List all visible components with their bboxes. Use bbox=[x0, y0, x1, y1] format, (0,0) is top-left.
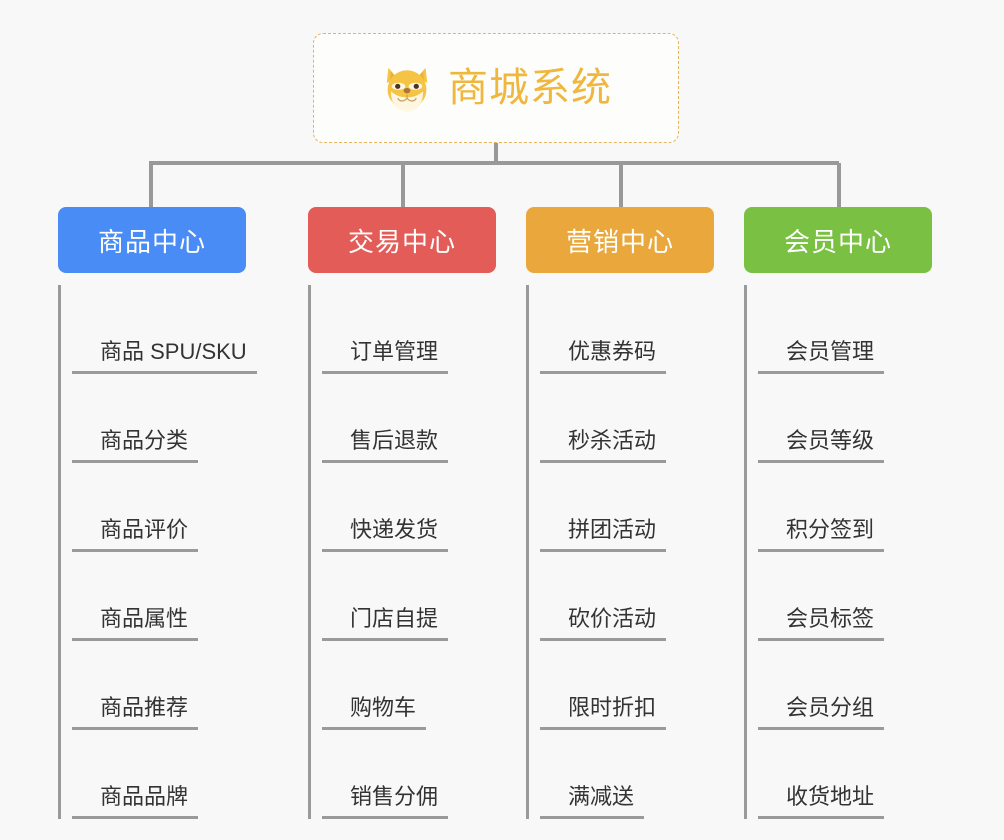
leaf-label: 秒杀活动 bbox=[540, 428, 667, 463]
leaf-label: 优惠券码 bbox=[540, 339, 667, 374]
leaf-item[interactable]: 会员分组 bbox=[758, 641, 932, 730]
leaf-item[interactable]: 商品分类 bbox=[72, 374, 246, 463]
leaf-list-3: 优惠券码 秒杀活动 拼团活动 砍价活动 限时折扣 满减送 bbox=[526, 285, 714, 819]
leaf-label: 会员等级 bbox=[758, 428, 885, 463]
leaf-item[interactable]: 订单管理 bbox=[322, 285, 496, 374]
leaf-label: 积分签到 bbox=[758, 517, 885, 552]
leaf-spine-1 bbox=[58, 285, 61, 819]
leaf-item[interactable]: 购物车 bbox=[322, 641, 496, 730]
branch-column-1: 商品中心 商品 SPU/SKU 商品分类 商品评价 商品属性 商品推荐 商品品牌 bbox=[58, 207, 257, 819]
leaf-item[interactable]: 商品推荐 bbox=[72, 641, 246, 730]
leaf-list-2: 订单管理 售后退款 快递发货 门店自提 购物车 销售分佣 bbox=[308, 285, 496, 819]
branch-column-4: 会员中心 会员管理 会员等级 积分签到 会员标签 会员分组 收货地址 bbox=[744, 207, 932, 819]
leaf-label: 销售分佣 bbox=[322, 784, 449, 819]
leaf-item[interactable]: 限时折扣 bbox=[540, 641, 714, 730]
branch-header-1[interactable]: 商品中心 bbox=[58, 207, 246, 273]
leaf-item[interactable]: 收货地址 bbox=[758, 730, 932, 819]
leaf-item[interactable]: 商品评价 bbox=[72, 463, 246, 552]
leaf-item[interactable]: 商品属性 bbox=[72, 552, 246, 641]
leaf-item[interactable]: 砍价活动 bbox=[540, 552, 714, 641]
connector-drop-4 bbox=[837, 163, 841, 207]
branch-column-2: 交易中心 订单管理 售后退款 快递发货 门店自提 购物车 销售分佣 bbox=[308, 207, 496, 819]
leaf-item[interactable]: 秒杀活动 bbox=[540, 374, 714, 463]
shiba-dog-face-icon bbox=[386, 67, 428, 112]
connector-root-stem bbox=[494, 143, 498, 164]
leaf-label: 限时折扣 bbox=[540, 695, 667, 730]
leaf-label: 会员分组 bbox=[758, 695, 885, 730]
leaf-item[interactable]: 会员标签 bbox=[758, 552, 932, 641]
leaf-label: 砍价活动 bbox=[540, 606, 667, 641]
leaf-item[interactable]: 积分签到 bbox=[758, 463, 932, 552]
leaf-label: 商品属性 bbox=[72, 606, 199, 641]
branch-header-4[interactable]: 会员中心 bbox=[744, 207, 932, 273]
leaf-list-1: 商品 SPU/SKU 商品分类 商品评价 商品属性 商品推荐 商品品牌 bbox=[58, 285, 257, 819]
leaf-item[interactable]: 优惠券码 bbox=[540, 285, 714, 374]
connector-drop-2 bbox=[401, 163, 405, 207]
leaf-label: 商品推荐 bbox=[72, 695, 199, 730]
connector-horizontal-bar bbox=[149, 161, 839, 165]
root-node[interactable]: 商城系统 bbox=[313, 33, 679, 143]
leaf-label: 商品品牌 bbox=[72, 784, 199, 819]
leaf-label: 售后退款 bbox=[322, 428, 449, 463]
branch-column-3: 营销中心 优惠券码 秒杀活动 拼团活动 砍价活动 限时折扣 满减送 bbox=[526, 207, 714, 819]
root-title: 商城系统 bbox=[448, 66, 612, 110]
branch-header-3[interactable]: 营销中心 bbox=[526, 207, 714, 273]
leaf-label: 商品分类 bbox=[72, 428, 199, 463]
leaf-item[interactable]: 满减送 bbox=[540, 730, 714, 819]
leaf-spine-3 bbox=[526, 285, 529, 819]
leaf-label: 购物车 bbox=[322, 695, 427, 730]
leaf-item[interactable]: 拼团活动 bbox=[540, 463, 714, 552]
leaf-label: 满减送 bbox=[540, 784, 645, 819]
leaf-list-4: 会员管理 会员等级 积分签到 会员标签 会员分组 收货地址 bbox=[744, 285, 932, 819]
leaf-spine-4 bbox=[744, 285, 747, 819]
leaf-label: 订单管理 bbox=[322, 339, 449, 374]
leaf-spine-2 bbox=[308, 285, 311, 819]
leaf-label: 门店自提 bbox=[322, 606, 449, 641]
leaf-label: 快递发货 bbox=[322, 517, 449, 552]
leaf-item[interactable]: 销售分佣 bbox=[322, 730, 496, 819]
branch-header-2[interactable]: 交易中心 bbox=[308, 207, 496, 273]
leaf-item[interactable]: 商品品牌 bbox=[72, 730, 246, 819]
leaf-label: 会员标签 bbox=[758, 606, 885, 641]
leaf-label: 商品评价 bbox=[72, 517, 199, 552]
leaf-label: 会员管理 bbox=[758, 339, 885, 374]
leaf-label: 商品 SPU/SKU bbox=[72, 339, 257, 374]
leaf-item[interactable]: 门店自提 bbox=[322, 552, 496, 641]
leaf-label: 收货地址 bbox=[758, 784, 885, 819]
connector-drop-1 bbox=[149, 163, 153, 207]
leaf-item[interactable]: 商品 SPU/SKU bbox=[72, 285, 257, 374]
leaf-item[interactable]: 会员管理 bbox=[758, 285, 932, 374]
leaf-item[interactable]: 售后退款 bbox=[322, 374, 496, 463]
leaf-item[interactable]: 快递发货 bbox=[322, 463, 496, 552]
leaf-label: 拼团活动 bbox=[540, 517, 667, 552]
leaf-item[interactable]: 会员等级 bbox=[758, 374, 932, 463]
connector-drop-3 bbox=[619, 163, 623, 207]
